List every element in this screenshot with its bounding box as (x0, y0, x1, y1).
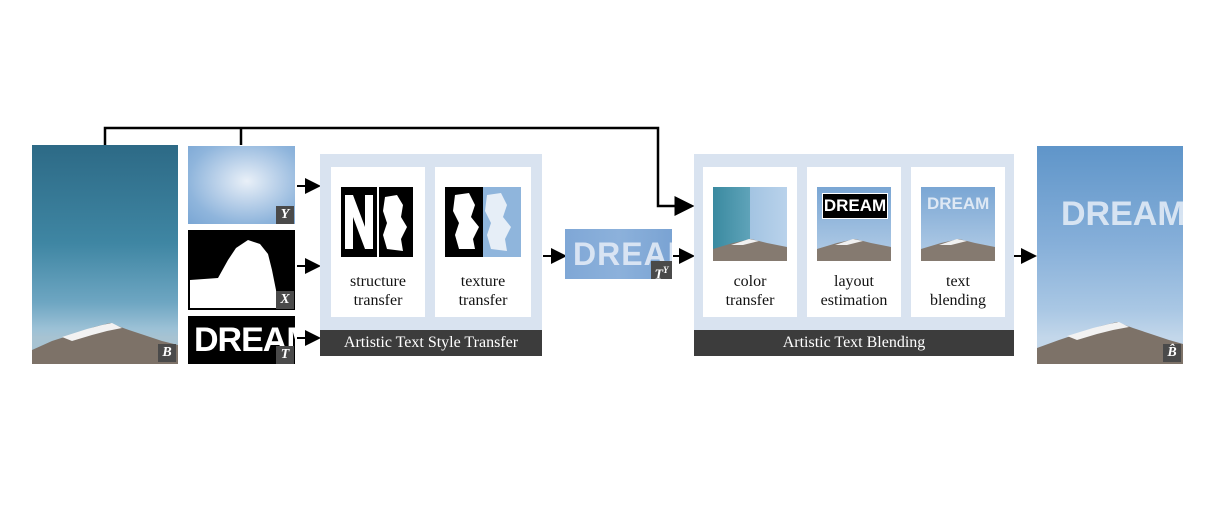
texture-transfer-card: texture transfer (435, 167, 531, 317)
stylized-text-image: DREAM TY (565, 229, 672, 279)
structure-transfer-image (341, 187, 413, 257)
text-image: DREAM T (188, 316, 295, 364)
text-blending-label: text blending (930, 273, 986, 309)
text-blending-card: DREAM text blending (911, 167, 1005, 317)
layout-estimation-card: DREAM layout estimation (807, 167, 901, 317)
output-tag: B̂ (1163, 344, 1181, 362)
background-tag: B (158, 344, 176, 362)
layout-estimation-label: layout estimation (820, 273, 888, 309)
output-word: DREAM (1061, 195, 1183, 233)
layout-box-word: DREAM (823, 196, 887, 215)
mountain-shape (32, 323, 178, 364)
color-transfer-label: color transfer (725, 273, 775, 309)
style-tag: Y (276, 206, 294, 224)
mask-image: X (188, 230, 295, 310)
style-transfer-banner: Artistic Text Style Transfer (320, 330, 542, 356)
color-transfer-image (713, 187, 787, 261)
layout-estimation-image: DREAM (817, 187, 891, 261)
text-tag: T (276, 346, 294, 364)
text-blending-banner: Artistic Text Blending (694, 330, 1014, 356)
mask-tag: X (276, 291, 294, 309)
background-image: B (32, 145, 178, 364)
text-blending-word: DREAM (927, 194, 990, 213)
mask-shape (190, 240, 278, 308)
stylized-tag: TY (651, 261, 672, 279)
structure-transfer-card: structure transfer (331, 167, 425, 317)
texture-transfer-label: texture transfer (458, 273, 508, 309)
layout-box: DREAM (822, 193, 888, 219)
color-transfer-card: color transfer (703, 167, 797, 317)
output-mountain-shape (1037, 322, 1183, 364)
skip-connection-line (103, 126, 695, 216)
structure-transfer-label: structure transfer (350, 273, 406, 309)
style-image: Y (188, 146, 295, 224)
output-image: DREAM B̂ (1037, 146, 1183, 364)
texture-transfer-image (445, 187, 521, 257)
text-blending-image: DREAM (921, 187, 995, 261)
